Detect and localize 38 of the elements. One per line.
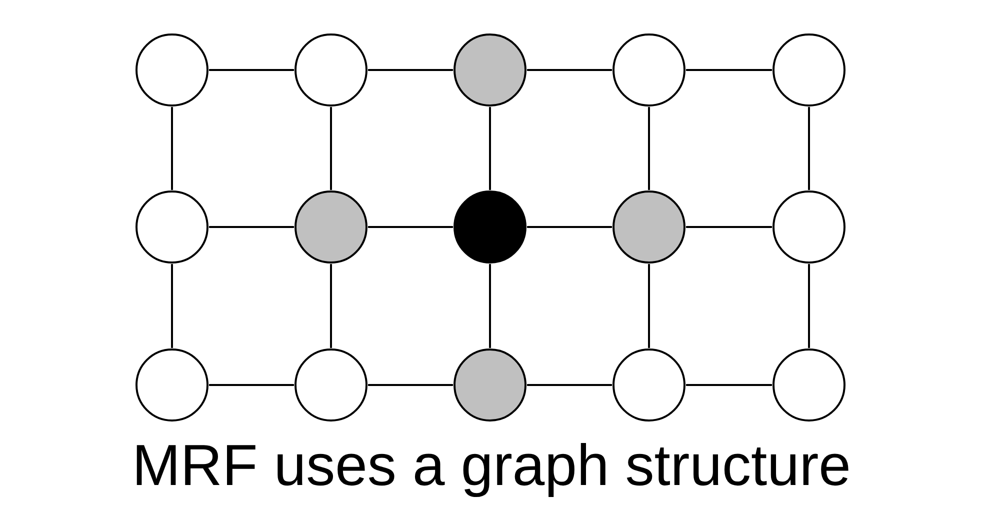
edge-line	[489, 264, 491, 348]
edge-line	[808, 107, 810, 190]
circle-node	[135, 348, 209, 422]
circle-node	[612, 348, 686, 422]
circle-node	[772, 190, 846, 264]
edge-line	[171, 107, 173, 190]
edge-line	[368, 226, 453, 228]
circle-node	[294, 190, 368, 264]
edge-line	[527, 69, 612, 71]
circle-node	[772, 348, 846, 422]
edge-line	[209, 226, 294, 228]
circle-node	[453, 190, 527, 264]
edge-line	[527, 384, 612, 386]
edge-line	[368, 384, 453, 386]
edge-line	[489, 107, 491, 190]
circle-node	[772, 33, 846, 107]
edge-line	[808, 264, 810, 348]
edge-line	[330, 107, 332, 190]
edge-line	[686, 384, 772, 386]
edge-line	[171, 264, 173, 348]
circle-node	[135, 33, 209, 107]
edge-line	[209, 384, 294, 386]
circle-node	[135, 190, 209, 264]
edge-line	[648, 264, 650, 348]
edge-line	[648, 107, 650, 190]
edge-line	[686, 69, 772, 71]
edge-line	[527, 226, 612, 228]
circle-node	[612, 33, 686, 107]
edge-line	[209, 69, 294, 71]
circle-node	[453, 348, 527, 422]
edge-line	[686, 226, 772, 228]
caption: MRF uses a graph structure	[132, 432, 851, 500]
circle-node	[612, 190, 686, 264]
circle-node	[294, 348, 368, 422]
circle-node	[453, 33, 527, 107]
circle-node	[294, 33, 368, 107]
edge-line	[330, 264, 332, 348]
edge-line	[368, 69, 453, 71]
